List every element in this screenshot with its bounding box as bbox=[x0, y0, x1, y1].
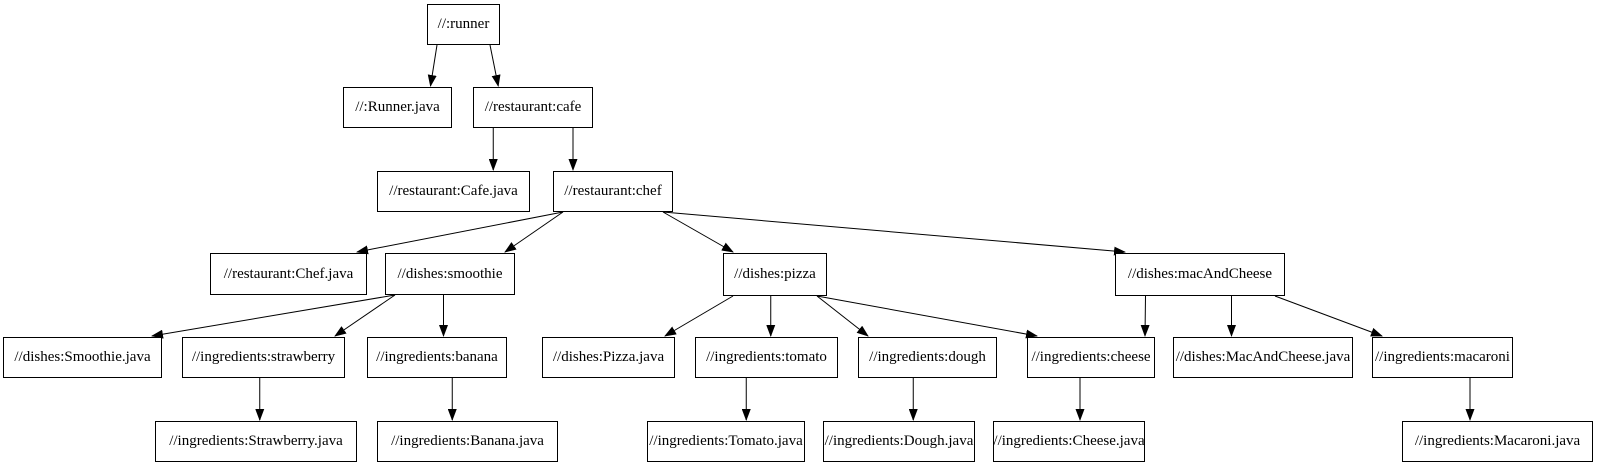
edge-chef-to-pizza bbox=[662, 211, 734, 253]
node-runner: //:runner bbox=[427, 4, 500, 45]
node-macaroni-java: //ingredients:Macaroni.java bbox=[1402, 421, 1593, 462]
node-dough-java: //ingredients:Dough.java bbox=[823, 421, 975, 462]
node-smoothie-java: //dishes:Smoothie.java bbox=[3, 337, 162, 378]
edge-mac-and-cheese-to-macaroni bbox=[1274, 295, 1383, 337]
node-banana-java: //ingredients:Banana.java bbox=[377, 421, 558, 462]
node-dough: //ingredients:dough bbox=[858, 337, 997, 378]
edge-smoothie-to-strawberry bbox=[334, 294, 396, 337]
node-pizza-java: //dishes:Pizza.java bbox=[542, 337, 675, 378]
node-banana: //ingredients:banana bbox=[367, 337, 507, 378]
node-strawberry: //ingredients:strawberry bbox=[182, 337, 345, 378]
node-tomato-java: //ingredients:Tomato.java bbox=[647, 421, 805, 462]
edge-runner-to-cafe bbox=[489, 44, 501, 87]
node-cheese: //ingredients:cheese bbox=[1027, 337, 1155, 378]
node-tomato: //ingredients:tomato bbox=[695, 337, 838, 378]
node-cafe: //restaurant:cafe bbox=[473, 87, 593, 128]
node-runner-java: //:Runner.java bbox=[343, 87, 452, 128]
edge-pizza-to-dough bbox=[816, 295, 869, 337]
node-mac-and-cheese-java: //dishes:MacAndCheese.java bbox=[1173, 337, 1353, 378]
node-macaroni: //ingredients:macaroni bbox=[1372, 337, 1513, 378]
node-cafe-java: //restaurant:Cafe.java bbox=[377, 171, 530, 212]
node-strawberry-java: //ingredients:Strawberry.java bbox=[155, 421, 357, 462]
edge-chef-to-mac-and-cheese bbox=[662, 211, 1126, 256]
edge-chef-to-chef-java bbox=[356, 211, 564, 255]
edge-pizza-to-pizza-java bbox=[664, 295, 734, 337]
node-smoothie: //dishes:smoothie bbox=[385, 253, 515, 295]
node-chef: //restaurant:chef bbox=[553, 171, 673, 212]
edge-runner-to-runner-java bbox=[427, 44, 438, 87]
node-mac-and-cheese: //dishes:macAndCheese bbox=[1115, 253, 1285, 296]
node-cheese-java: //ingredients:Cheese.java bbox=[993, 421, 1145, 462]
edge-smoothie-to-smoothie-java bbox=[151, 294, 396, 339]
node-chef-java: //restaurant:Chef.java bbox=[210, 253, 367, 295]
node-pizza: //dishes:pizza bbox=[723, 253, 827, 296]
edge-pizza-to-cheese bbox=[816, 295, 1038, 339]
edge-mac-and-cheese-to-cheese bbox=[1140, 295, 1150, 337]
edge-chef-to-smoothie bbox=[504, 211, 564, 253]
